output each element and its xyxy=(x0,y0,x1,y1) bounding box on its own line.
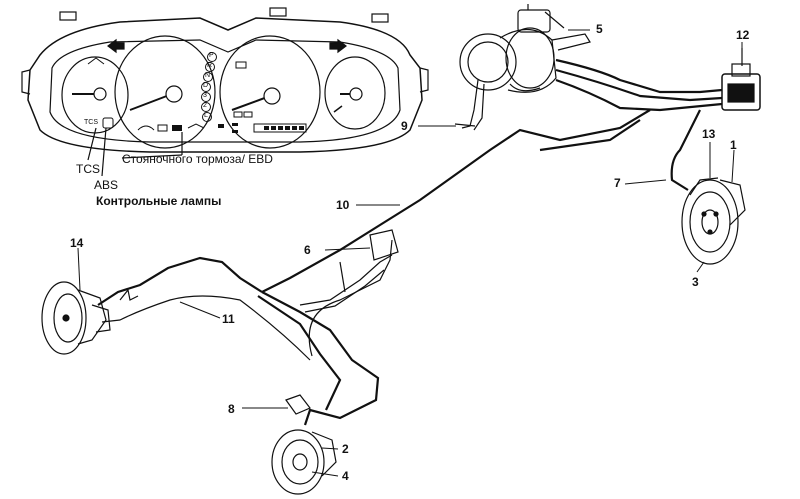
abs-caption: ABS xyxy=(94,178,119,192)
rear-brake-disc xyxy=(271,394,337,495)
callout-2: 2 xyxy=(342,442,349,456)
gear-d: D xyxy=(203,82,209,89)
gear-n: N xyxy=(205,72,211,79)
gear-p: P xyxy=(209,52,214,59)
callout-5: 5 xyxy=(596,22,603,36)
callout-13: 13 xyxy=(702,127,716,141)
gear-l: L xyxy=(204,112,208,119)
callout-1: 1 xyxy=(730,138,737,152)
callout-9: 9 xyxy=(401,119,408,133)
callout-8: 8 xyxy=(228,402,235,416)
parking-ebd-caption: Стояночного тормоза/ EBD xyxy=(122,152,273,166)
instrument-cluster xyxy=(21,7,429,177)
front-right-brake-disc xyxy=(681,177,746,265)
callout-10: 10 xyxy=(336,198,350,212)
tcs-lamp-text: TCS xyxy=(84,119,98,126)
callout-14: 14 xyxy=(70,236,84,250)
gear-2: 2 xyxy=(203,102,207,109)
front-left-brake-disc xyxy=(41,281,111,355)
callout-leaders xyxy=(77,29,743,477)
parking-brake-cable xyxy=(101,229,399,361)
tcs-caption: TCS xyxy=(76,162,100,176)
callout-7: 7 xyxy=(614,176,621,190)
callout-3: 3 xyxy=(692,275,699,289)
brake-lines xyxy=(97,58,723,426)
abs-hydraulic-unit xyxy=(721,48,761,111)
callout-12: 12 xyxy=(736,28,750,42)
gear-3: 3 xyxy=(203,92,207,99)
callout-6: 6 xyxy=(304,243,311,257)
callout-11: 11 xyxy=(222,312,235,326)
warning-lamps-caption: Контрольные лампы xyxy=(96,194,222,208)
gear-r: R xyxy=(207,62,213,69)
callout-4: 4 xyxy=(342,469,349,483)
brake-booster-assembly xyxy=(454,4,591,131)
